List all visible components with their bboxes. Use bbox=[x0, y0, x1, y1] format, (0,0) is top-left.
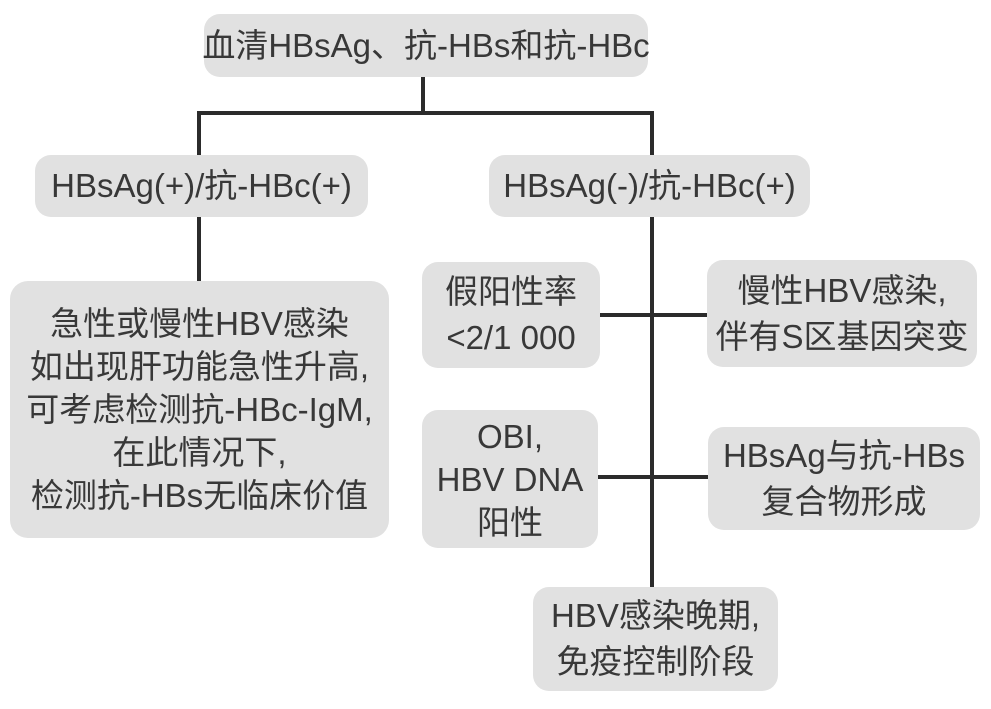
connector-branch-horizontal bbox=[197, 111, 654, 115]
connector-right-branch-vertical bbox=[650, 111, 654, 589]
node-hbsag-positive-label: HBsAg(+)/抗-HBc(+) bbox=[51, 167, 352, 204]
outcome-line-5: 检测抗-HBs无临床价值 bbox=[30, 477, 369, 514]
connector-obi-horizontal bbox=[596, 475, 709, 479]
connector-root-stem bbox=[421, 76, 425, 113]
node-acute-chronic-outcome: 急性或慢性HBV感染 如出现肝功能急性升高, 可考虑检测抗-HBc-IgM, 在… bbox=[10, 281, 389, 538]
node-late-stage-infection: HBV感染晚期, 免疫控制阶段 bbox=[533, 587, 778, 691]
node-chronic-s-mutation: 慢性HBV感染, 伴有S区基因突变 bbox=[707, 260, 977, 367]
node-obi: OBI, HBV DNA 阳性 bbox=[422, 410, 598, 548]
false-positive-line-2: <2/1 000 bbox=[446, 319, 576, 356]
node-immune-complex: HBsAg与抗-HBs 复合物形成 bbox=[708, 427, 980, 530]
obi-line-1: OBI, bbox=[476, 417, 544, 455]
node-hbsag-positive: HBsAg(+)/抗-HBc(+) bbox=[35, 155, 368, 217]
obi-line-3: 阳性 bbox=[477, 503, 543, 541]
chronic-mutation-line-1: 慢性HBV感染, bbox=[737, 271, 947, 309]
node-hbsag-negative-label: HBsAg(-)/抗-HBc(+) bbox=[503, 167, 796, 204]
outcome-line-2: 如出现肝功能急性升高, bbox=[29, 348, 370, 385]
node-hbsag-negative: HBsAg(-)/抗-HBc(+) bbox=[489, 155, 810, 217]
false-positive-line-1: 假阳性率 bbox=[445, 273, 577, 310]
outcome-line-3: 可考虑检测抗-HBc-IgM, bbox=[26, 391, 373, 428]
obi-line-2: HBV DNA bbox=[436, 460, 584, 498]
connector-left-branch-upper bbox=[197, 111, 201, 157]
connector-left-branch-lower bbox=[197, 216, 201, 283]
outcome-line-4: 在此情况下, bbox=[112, 434, 287, 471]
connector-false-positive-horizontal bbox=[598, 313, 709, 317]
chronic-mutation-line-2: 伴有S区基因突变 bbox=[715, 317, 969, 355]
late-stage-line-2: 免疫控制阶段 bbox=[556, 643, 755, 680]
late-stage-line-1: HBV感染晚期, bbox=[550, 597, 761, 634]
node-serum-panel-label: 血清HBsAg、抗-HBs和抗-HBc bbox=[202, 26, 650, 64]
node-serum-panel: 血清HBsAg、抗-HBs和抗-HBc bbox=[202, 14, 650, 77]
immune-complex-line-2: 复合物形成 bbox=[761, 482, 927, 520]
outcome-line-1: 急性或慢性HBV感染 bbox=[50, 305, 349, 342]
immune-complex-line-1: HBsAg与抗-HBs bbox=[722, 436, 966, 474]
node-false-positive-rate: 假阳性率 <2/1 000 bbox=[422, 262, 600, 368]
